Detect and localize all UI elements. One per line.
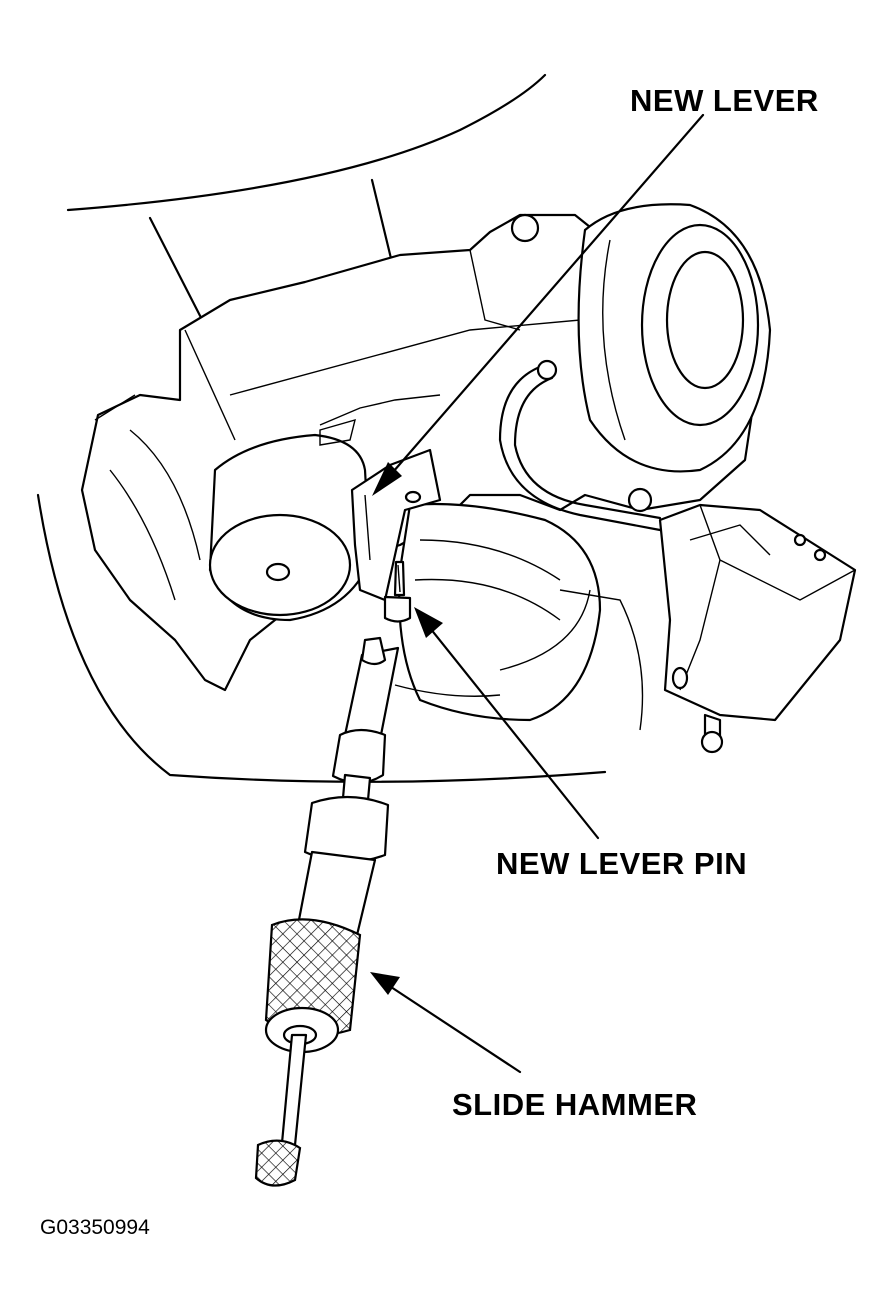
new-lever: [319, 418, 442, 602]
callout-leader-slide-hammer: [370, 972, 522, 1074]
electrical-connector: [658, 503, 857, 754]
callout-leader-new-lever-pin: [414, 607, 600, 840]
steering-wheel-outline: [36, 73, 607, 783]
callout-new-lever: NEW LEVER: [630, 83, 819, 118]
slide-hammer: [254, 636, 400, 1187]
ignition-switch-ring: [510, 203, 772, 513]
key-cylinder: [208, 433, 372, 622]
callout-leader-new-lever: [372, 113, 705, 496]
new-lever-pin: [383, 560, 412, 623]
figure-id: G03350994: [40, 1216, 150, 1239]
callout-slide-hammer: SLIDE HAMMER: [452, 1087, 698, 1122]
lower-bracket: [394, 502, 644, 731]
wire-harness: [498, 359, 662, 532]
callout-new-lever-pin: NEW LEVER PIN: [496, 846, 748, 881]
